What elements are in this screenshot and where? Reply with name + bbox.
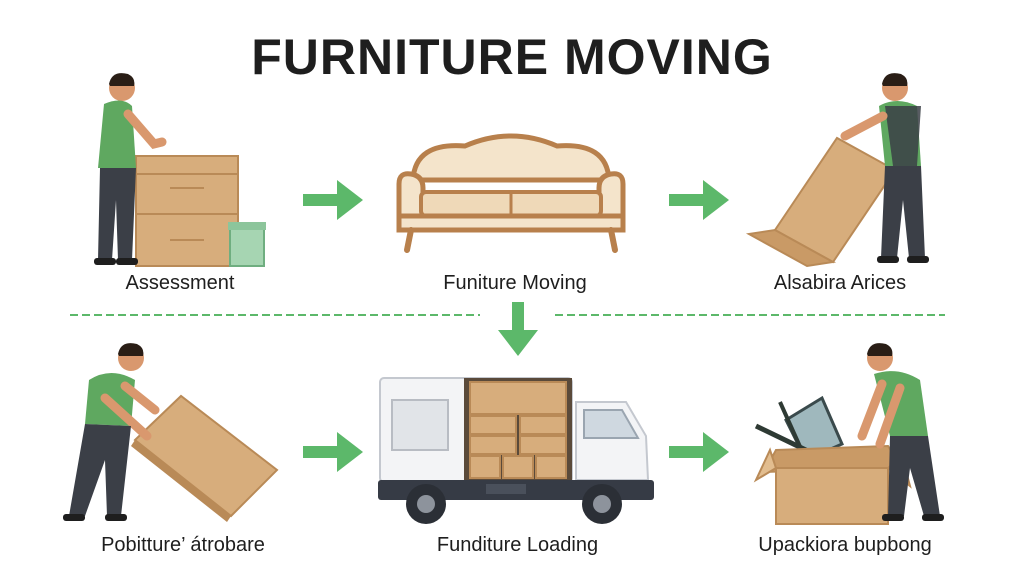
sofa-icon <box>396 133 626 253</box>
arrow-right-icon <box>303 180 363 220</box>
step-label-furniture-moving: Funiture Moving <box>443 272 587 294</box>
arrow-right-icon <box>669 432 729 472</box>
worker-pushing-box-icon <box>63 343 279 522</box>
arrow-right-icon <box>669 180 729 220</box>
step-label-furniture-loading: Funditure Loading <box>436 534 599 556</box>
worker-lifting-box-icon <box>745 73 929 268</box>
divider-line <box>70 314 945 316</box>
worker-packing-boxes-icon <box>94 73 266 267</box>
arrow-right-icon <box>303 432 363 472</box>
step-label-assessment: Assessment <box>125 272 235 294</box>
step-label-sixth: Upackiora bupbong <box>758 534 932 556</box>
worker-unpacking-box-icon <box>753 343 944 525</box>
step-label-third: Alsabira Arices <box>773 272 907 294</box>
page-title: FURNITURE MOVING <box>251 29 773 85</box>
step-label-fourth: Pobitture’ átrobare <box>101 534 265 556</box>
arrow-down-icon <box>498 302 538 356</box>
moving-truck-icon <box>378 377 654 524</box>
